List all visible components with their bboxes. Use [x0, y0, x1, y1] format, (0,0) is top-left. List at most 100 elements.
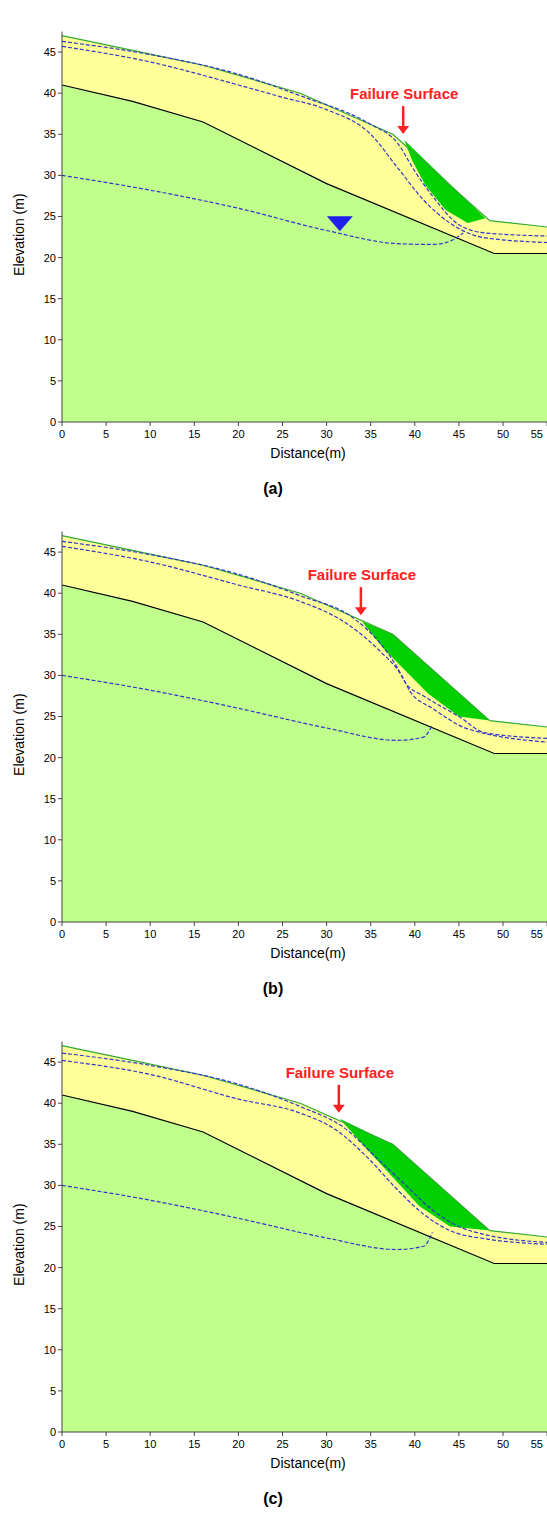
tick — [282, 1432, 283, 1436]
tick — [58, 1308, 62, 1309]
tick — [58, 422, 62, 423]
tick-label: 40 — [409, 928, 421, 940]
water-table-symbol — [327, 216, 353, 231]
tick-label: 35 — [365, 928, 377, 940]
tick — [238, 422, 239, 426]
tick — [58, 380, 62, 381]
tick — [58, 257, 62, 258]
axis-title: Elevation (m) — [11, 194, 26, 276]
tick-label: 15 — [44, 793, 56, 805]
seepage-line — [62, 675, 432, 740]
tick-label: 20 — [44, 252, 56, 264]
tick — [326, 422, 327, 426]
axis-title: Elevation (m) — [11, 694, 26, 776]
tick — [58, 675, 62, 676]
tick — [62, 1432, 63, 1436]
tick — [106, 422, 107, 426]
tick — [326, 1432, 327, 1436]
tick-label: 45 — [453, 1438, 465, 1450]
x-axis — [62, 1432, 547, 1433]
tick — [58, 1185, 62, 1186]
tick — [58, 1267, 62, 1268]
tick — [58, 216, 62, 217]
tick-label: 45 — [453, 928, 465, 940]
seepage-line — [62, 1060, 547, 1244]
tick-label: 0 — [59, 428, 65, 440]
tick — [58, 1390, 62, 1391]
tick — [503, 922, 504, 926]
tick-label: 15 — [188, 1438, 200, 1450]
tick-label: 20 — [232, 928, 244, 940]
x-axis — [62, 422, 547, 423]
tick-label: 5 — [103, 1438, 109, 1450]
seepage-line — [62, 46, 547, 242]
tick — [458, 1432, 459, 1436]
tick-label: 30 — [44, 669, 56, 681]
tick — [58, 1103, 62, 1104]
axis-title: Distance(m) — [270, 946, 345, 961]
bedrock-zone — [62, 1046, 547, 1432]
tick — [150, 1432, 151, 1436]
tick — [458, 422, 459, 426]
layer-boundary — [62, 85, 547, 254]
tick-label: 35 — [365, 428, 377, 440]
tick-label: 10 — [44, 834, 56, 846]
failure-wedge — [340, 1119, 490, 1231]
tick-label: 15 — [44, 293, 56, 305]
pointer-arrow — [338, 1085, 341, 1107]
failure-label: Failure Surface — [286, 1065, 394, 1082]
bedrock-zone — [62, 536, 547, 922]
arrow-head — [333, 1105, 345, 1113]
tick — [282, 422, 283, 426]
tick — [58, 1226, 62, 1227]
tick-label: 50 — [497, 1438, 509, 1450]
tick — [62, 422, 63, 426]
tick-label: 35 — [44, 1138, 56, 1150]
panel-caption: (b) — [263, 980, 283, 998]
tick — [58, 298, 62, 299]
axis-title: Distance(m) — [270, 446, 345, 461]
tick — [58, 175, 62, 176]
tick-label: 40 — [44, 87, 56, 99]
tick-label: 0 — [59, 928, 65, 940]
seepage-line — [62, 41, 547, 236]
tick-label: 30 — [320, 428, 332, 440]
tick-label: 0 — [50, 916, 56, 928]
tick — [58, 880, 62, 881]
tick-label: 25 — [276, 1438, 288, 1450]
seepage-line — [62, 175, 463, 244]
tick-label: 25 — [276, 928, 288, 940]
tick-label: 10 — [44, 334, 56, 346]
tick-label: 20 — [232, 428, 244, 440]
tick-label: 30 — [320, 1438, 332, 1450]
tick-label: 25 — [276, 428, 288, 440]
tick — [282, 922, 283, 926]
x-axis — [62, 922, 547, 923]
tick — [62, 922, 63, 926]
tick-label: 0 — [50, 416, 56, 428]
tick-label: 40 — [409, 1438, 421, 1450]
tick — [503, 422, 504, 426]
tick — [58, 1349, 62, 1350]
slope-panel — [58, 32, 547, 426]
tick-label: 5 — [103, 428, 109, 440]
tick — [503, 1432, 504, 1436]
tick-label: 35 — [44, 128, 56, 140]
tick-label: 45 — [453, 428, 465, 440]
y-axis — [62, 32, 63, 422]
tick — [194, 422, 195, 426]
tick — [58, 52, 62, 53]
tick — [58, 922, 62, 923]
slope-panel — [58, 1042, 547, 1436]
tick — [58, 552, 62, 553]
tick — [370, 1432, 371, 1436]
tick — [370, 922, 371, 926]
tick — [414, 1432, 415, 1436]
tick — [58, 1062, 62, 1063]
tick — [106, 922, 107, 926]
tick-label: 15 — [44, 1303, 56, 1315]
tick — [58, 1144, 62, 1145]
tick — [58, 839, 62, 840]
axis-title: Distance(m) — [270, 1456, 345, 1471]
